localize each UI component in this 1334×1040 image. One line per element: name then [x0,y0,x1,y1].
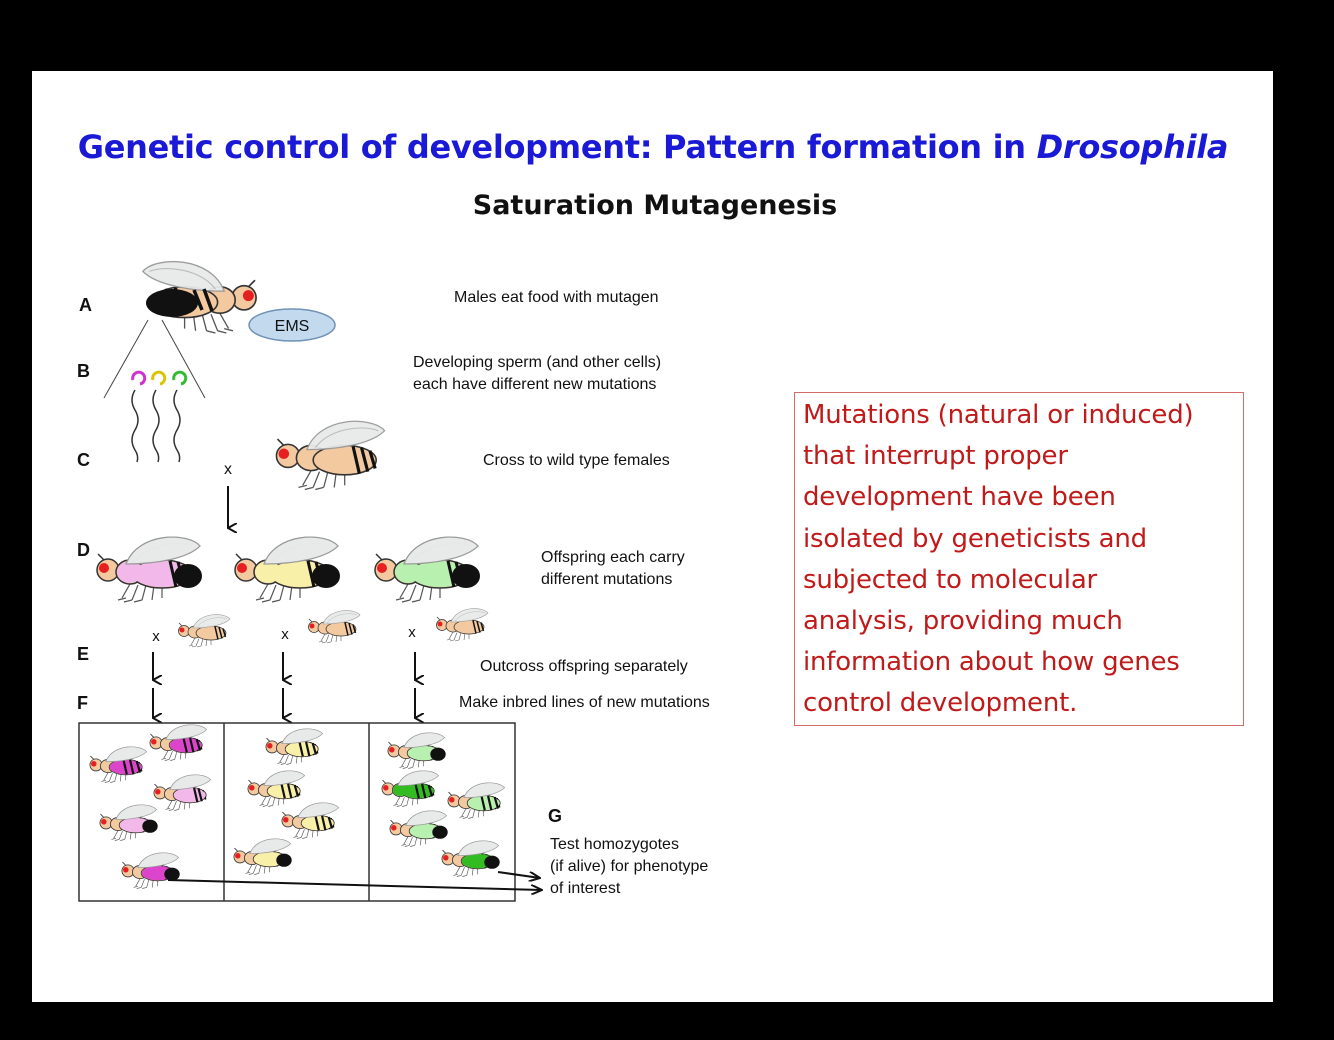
step-letter-C: C [77,450,90,471]
ems-oval: EMS [249,309,335,341]
info-line: control development. [803,683,1243,724]
info-line: analysis, providing much [803,601,1243,642]
offspring-fly-2 [235,537,340,602]
cross-symbol-C: x [224,461,232,478]
step-letter-G: G [548,806,562,827]
wildtype-female-fly [276,421,384,489]
caption-G-line-1: Test homozygotes [550,834,708,856]
caption-D-line-1: Offspring each carry [541,547,685,569]
arrow-to-test-3 [498,872,540,878]
info-box: Mutations (natural or induced) that inte… [794,392,1244,726]
caption-B-line-1: Developing sperm (and other cells) [413,352,661,374]
cross-symbol-E3: x [408,624,416,641]
info-line: subjected to molecular [803,560,1243,601]
caption-E-line: Outcross offspring separately [480,656,688,678]
offspring-fly-3 [375,537,480,602]
cross-symbol-E2: x [281,626,289,643]
small-female-fly-1 [179,615,231,647]
caption-B: Developing sperm (and other cells)each h… [413,352,661,396]
small-female-fly-2 [309,611,361,643]
caption-C: Cross to wild type females [483,450,670,472]
inbred-line-1-flies [90,725,211,889]
step-letter-B: B [77,361,90,382]
step-letter-E: E [77,644,89,665]
step-letter-D: D [77,540,90,561]
info-line: isolated by geneticists and [803,519,1243,560]
step-letter-F: F [77,693,88,714]
info-text: Mutations (natural or induced) that inte… [803,395,1243,725]
caption-B-line-2: each have different new mutations [413,374,661,396]
small-female-fly-3 [437,609,489,641]
male-fly-A [143,262,256,333]
step-letter-A: A [79,295,92,316]
caption-A: Males eat food with mutagen [454,287,659,309]
caption-F-line: Make inbred lines of new mutations [459,692,710,714]
info-line: Mutations (natural or induced) [803,395,1243,436]
inbred-line-3-flies [382,733,505,877]
caption-G: Test homozygotes(if alive) for phenotype… [550,834,708,900]
ems-label: EMS [275,318,310,335]
offspring-fly-1 [97,537,202,602]
caption-C-line: Cross to wild type females [483,450,670,472]
caption-F: Make inbred lines of new mutations [459,692,710,714]
info-line: information about how genes [803,642,1243,683]
caption-A-line: Males eat food with mutagen [454,287,659,309]
info-line: that interrupt proper [803,436,1243,477]
cross-symbol-E1: x [152,628,160,645]
info-line: development have been [803,477,1243,518]
caption-D-line-2: different mutations [541,569,685,591]
sperm-cells [104,320,205,462]
caption-G-line-3: of interest [550,878,708,900]
inbred-line-2-flies [234,729,339,875]
caption-G-line-2: (if alive) for phenotype [550,856,708,878]
caption-E: Outcross offspring separately [480,656,688,678]
